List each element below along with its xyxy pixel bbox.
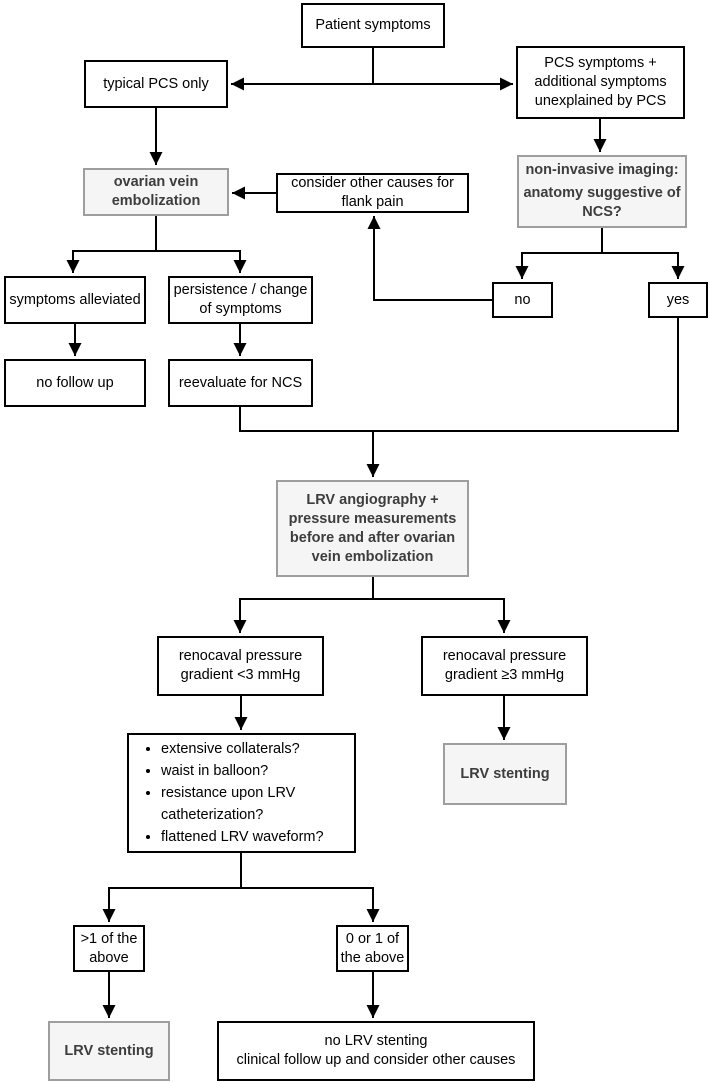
node-label-line: of symptoms — [199, 301, 282, 317]
node-label-line: LRV angiography + — [306, 491, 439, 508]
node-label-line: ovarian vein — [113, 174, 199, 190]
node-label-line: pressure measurements — [288, 510, 457, 527]
criteria-item: flattened LRV waveform? — [161, 826, 348, 848]
node-lrv-stenting-bottom: LRV stenting — [48, 1021, 170, 1081]
node-label-line: embolization — [111, 193, 201, 209]
node-no: no — [492, 282, 553, 318]
node-label-line: additional symptoms — [534, 74, 667, 90]
node-label-line: consider other causes for — [291, 175, 454, 191]
node-label-line: anatomy suggestive of NCS? — [523, 185, 681, 220]
node-yes: yes — [648, 282, 708, 318]
node-lrv-angiography: LRV angiography + pressure measurements … — [276, 480, 469, 577]
node-label-line: gradient ≥3 mmHg — [444, 667, 565, 683]
node-no-follow-up: no follow up — [4, 359, 146, 407]
node-label: LRV stenting — [460, 765, 550, 782]
node-renocaval-gradient-lt3: renocaval pressure gradient <3 mmHg — [157, 636, 324, 696]
node-label: no follow up — [36, 374, 114, 391]
criteria-list: extensive collaterals? waist in balloon?… — [129, 738, 354, 848]
node-label-line: persistence / change — [173, 282, 308, 298]
node-label-line: PCS symptoms + — [544, 55, 657, 71]
node-label-line: renocaval pressure — [178, 648, 303, 664]
node-typical-pcs-only: typical PCS only — [84, 60, 228, 108]
node-no-lrv-stenting: no LRV stenting clinical follow up and c… — [217, 1021, 535, 1081]
node-label: Patient symptoms — [315, 17, 431, 33]
criteria-item: resistance upon LRV catheterization? — [161, 782, 348, 826]
node-lrv-stenting-right: LRV stenting — [443, 743, 567, 805]
node-label-line: above — [89, 949, 129, 966]
node-renocaval-gradient-ge3: renocaval pressure gradient ≥3 mmHg — [421, 636, 588, 696]
node-label: reevaluate for NCS — [178, 374, 303, 391]
criteria-item: waist in balloon? — [161, 760, 348, 782]
node-consider-other-causes: consider other causes for flank pain — [276, 173, 469, 213]
node-label: no — [514, 291, 531, 308]
node-label: LRV stenting — [64, 1042, 154, 1059]
node-label-line: the above — [340, 949, 405, 966]
node-label-line: flank pain — [341, 194, 404, 210]
node-label-line: clinical follow up and consider other ca… — [236, 1052, 516, 1068]
node-reevaluate-ncs: reevaluate for NCS — [168, 359, 313, 407]
node-label: typical PCS only — [103, 75, 209, 92]
node-label-line: renocaval pressure — [442, 648, 567, 664]
criteria-item: extensive collaterals? — [161, 738, 348, 760]
node-persistence-change: persistence / change of symptoms — [168, 276, 313, 324]
node-non-invasive-imaging: non-invasive imaging: anatomy suggestive… — [517, 155, 687, 228]
node-label: symptoms alleviated — [9, 291, 141, 308]
node-label-line: non-invasive imaging: — [525, 162, 679, 178]
node-criteria-checklist: extensive collaterals? waist in balloon?… — [127, 733, 356, 853]
node-label-line: unexplained by PCS — [534, 93, 667, 109]
node-label-line: no LRV stenting — [324, 1033, 428, 1049]
node-label-line: gradient <3 mmHg — [180, 667, 301, 683]
node-patient-symptoms: Patient symptoms — [301, 3, 445, 48]
node-ovarian-vein-embolization: ovarian vein embolization — [83, 168, 229, 216]
node-label: yes — [666, 291, 690, 308]
node-label-line: >1 of the — [80, 930, 138, 947]
node-gt1-of-above: >1 of the above — [73, 925, 145, 972]
node-label-line: before and after ovarian — [289, 529, 456, 546]
node-0-or-1-of-above: 0 or 1 of the above — [336, 925, 409, 972]
node-label-line: 0 or 1 of — [345, 930, 400, 947]
node-label-line: vein embolization — [311, 548, 434, 565]
node-pcs-additional-symptoms: PCS symptoms + additional symptoms unexp… — [516, 46, 685, 119]
node-symptoms-alleviated: symptoms alleviated — [4, 276, 146, 324]
